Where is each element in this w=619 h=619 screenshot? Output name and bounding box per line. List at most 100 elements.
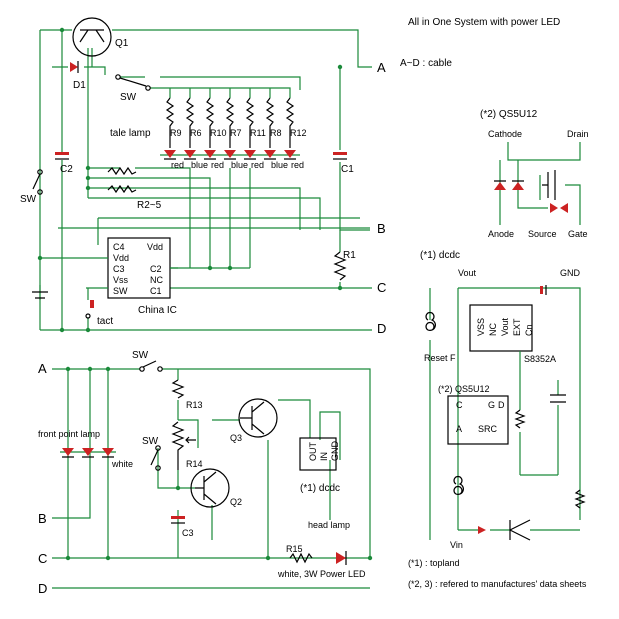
sw-left-label: SW bbox=[20, 194, 37, 205]
ic-pin-c4: C4 bbox=[113, 242, 125, 252]
lower-terminal-c: C bbox=[38, 551, 47, 566]
note-datasheets: (*2, 3) : refered to manufactures' data … bbox=[408, 579, 587, 589]
lower-sw2: SW bbox=[142, 436, 161, 471]
dcdc-pin-gnd: GND bbox=[330, 441, 340, 462]
wire-q2-emitter bbox=[211, 419, 240, 540]
china-ic: C4 Vdd C3 Vss SW Vdd C2 NC C1 China IC bbox=[107, 237, 177, 316]
dcdc-inner-wires bbox=[519, 351, 559, 476]
chip-pin-ext: EXT bbox=[512, 318, 522, 336]
qs5u12-drain: Drain bbox=[567, 129, 589, 139]
tale-lamp-leds bbox=[160, 150, 300, 160]
led-color-4: blue bbox=[231, 160, 248, 170]
sw-top-switch: SW bbox=[115, 74, 151, 103]
qs5u12-source: Source bbox=[528, 229, 557, 239]
front-lamp-white: white bbox=[111, 459, 133, 469]
dcdc-pin-in: IN bbox=[319, 452, 329, 461]
chip-pin-vout: Vout bbox=[500, 317, 510, 336]
led-color-3: red bbox=[211, 160, 224, 170]
qs5u12-anode: Anode bbox=[488, 229, 514, 239]
qs-pin-d: D bbox=[498, 400, 505, 410]
wire-dcdc-io bbox=[319, 411, 341, 460]
china-ic-label: China IC bbox=[138, 305, 177, 316]
q1-label: Q1 bbox=[115, 38, 129, 49]
qs-pin-src: SRC bbox=[478, 424, 498, 434]
r2-5-label: R2~5 bbox=[137, 200, 162, 211]
dcdc-gnd: GND bbox=[560, 268, 581, 278]
d1-diode: D1 bbox=[70, 61, 86, 91]
ic-leads bbox=[86, 257, 178, 289]
r13-label: R13 bbox=[186, 400, 203, 410]
sw-left-switch: SW bbox=[20, 169, 43, 205]
q2-transistor: Q2 bbox=[190, 468, 242, 508]
led-color-7: red bbox=[291, 160, 304, 170]
qs5u12-gate: Gate bbox=[568, 229, 588, 239]
resistor-label-r11: R11 bbox=[250, 128, 266, 138]
c3-capacitor: C3 bbox=[171, 516, 194, 538]
led-color-1: red bbox=[171, 160, 184, 170]
r1-resistor: R1 bbox=[333, 250, 356, 281]
front-lamp-leds: front point lamp white bbox=[38, 429, 133, 469]
qs-chip bbox=[447, 395, 509, 445]
dcdc-qs-label: (*2) QS5U12 bbox=[438, 384, 490, 394]
battery bbox=[32, 291, 48, 299]
resistor-label-r9: R9 bbox=[170, 128, 182, 138]
qs5u12-title: (*2) QS5U12 bbox=[480, 109, 538, 120]
tact-switch: tact bbox=[85, 300, 113, 327]
r1-label: R1 bbox=[343, 250, 356, 261]
wire-r-a bbox=[88, 167, 191, 268]
note-topland: (*1) : topland bbox=[408, 558, 460, 568]
wire-r-b bbox=[88, 177, 211, 268]
lower-terminal-a: A bbox=[38, 361, 47, 376]
ic-pin-vss: Vss bbox=[113, 275, 129, 285]
ic-pin-nc: NC bbox=[150, 275, 163, 285]
upper-terminal-c: C bbox=[377, 280, 386, 295]
r15-label: R15 bbox=[286, 544, 303, 554]
ic-pin-sw: SW bbox=[113, 286, 128, 296]
qs5u12-wires bbox=[499, 160, 581, 225]
wire-c1 bbox=[339, 67, 370, 231]
c2-label: C2 bbox=[60, 164, 73, 175]
power-led-label: white, 3W Power LED bbox=[277, 569, 366, 579]
dcdc-vin: Vin bbox=[450, 540, 463, 550]
q2-label: Q2 bbox=[230, 497, 242, 507]
resistor-label-r6: R6 bbox=[190, 128, 202, 138]
qs-pin-g: G bbox=[488, 400, 495, 410]
front-lamp-label: front point lamp bbox=[38, 429, 100, 439]
wire-r14-wiper bbox=[178, 419, 199, 448]
wire-b-top bbox=[97, 217, 360, 245]
cable-note: A~D : cable bbox=[400, 58, 452, 69]
head-lamp-label: head lamp bbox=[308, 520, 350, 530]
resistor-label-r7: R7 bbox=[230, 128, 242, 138]
dcdc-reset: Reset F bbox=[424, 353, 456, 363]
qs-pin-c: C bbox=[456, 400, 463, 410]
dcdc-box: OUT IN GND (*1) dcdc bbox=[299, 437, 340, 494]
r15-resistor: R15 bbox=[286, 544, 313, 564]
lower-junction-dots bbox=[65, 366, 373, 561]
q3-transistor: Q3 bbox=[230, 398, 278, 443]
resistor-column bbox=[165, 97, 295, 148]
sw-top-label: SW bbox=[120, 92, 137, 103]
wire-d1 bbox=[52, 66, 106, 75]
qs5u12-top-wire bbox=[507, 142, 581, 161]
led-color-6: blue bbox=[271, 160, 288, 170]
qs5u12-detail: (*2) QS5U12 Cathode Drain Anode Source G… bbox=[480, 109, 589, 239]
c3-label: C3 bbox=[182, 528, 194, 538]
resistor-label-r8: R8 bbox=[270, 128, 282, 138]
dcdc-detail-title: (*1) dcdc bbox=[420, 250, 460, 261]
power-led: white, 3W Power LED bbox=[277, 551, 366, 579]
q3-label: Q3 bbox=[230, 433, 242, 443]
s8352a-chip bbox=[469, 304, 533, 352]
wire-sw-top bbox=[120, 76, 301, 90]
lower-circuit: SW SW front point lamp white R13 R14 bbox=[38, 350, 373, 596]
q1-transistor: Q1 bbox=[72, 17, 129, 57]
r14-label: R14 bbox=[186, 459, 203, 469]
chip-pin-cn: Cn bbox=[524, 324, 534, 336]
wire-r-c bbox=[88, 187, 301, 230]
lower-sw2-label: SW bbox=[142, 436, 159, 447]
chip-pin-vss: VSS bbox=[476, 318, 486, 336]
dcdc-label: (*1) dcdc bbox=[300, 483, 340, 494]
wire-top bbox=[40, 29, 372, 68]
upper-circuit: Q1 D1 SW tale lamp R9 R6 R10 R7 R11 R8 R… bbox=[20, 17, 386, 336]
wire-front-lamp bbox=[67, 369, 109, 558]
lower-sw1-label: SW bbox=[132, 350, 149, 361]
